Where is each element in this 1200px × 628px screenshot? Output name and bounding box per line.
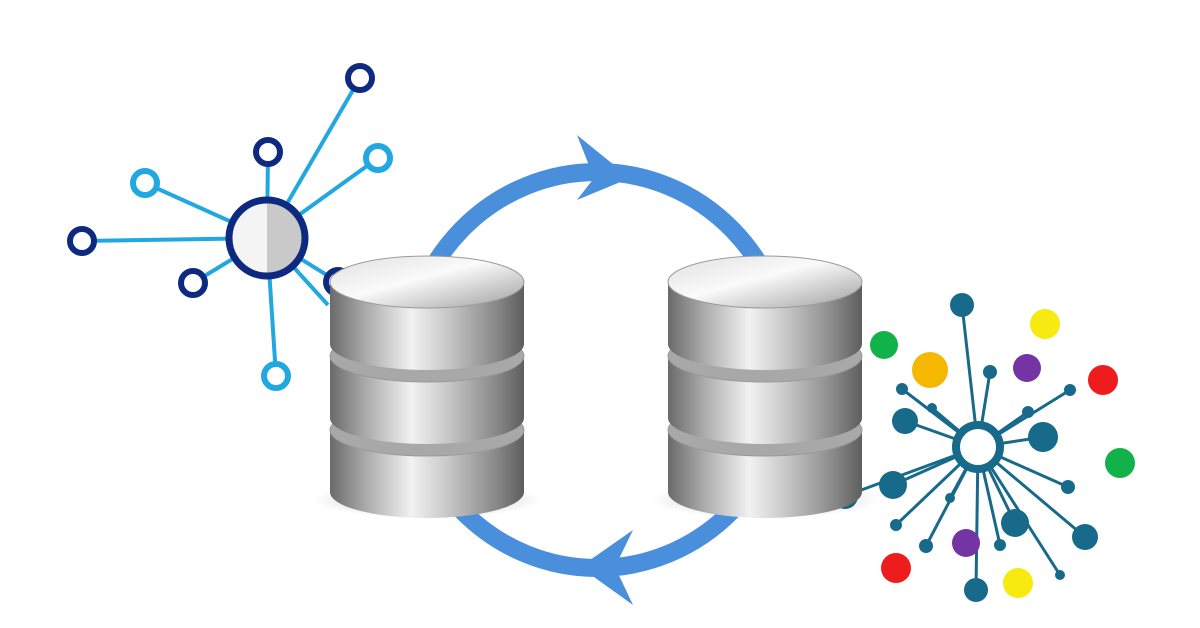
cluster-node [1001, 509, 1029, 537]
colored-data-dot [952, 529, 980, 557]
cluster-node [1072, 524, 1098, 550]
cluster-node [927, 403, 937, 413]
hub-node [253, 137, 283, 167]
network-hub-icon [67, 63, 393, 391]
cluster-node [919, 539, 933, 553]
cluster-node [1061, 480, 1075, 494]
data-cluster-icon [832, 293, 1135, 602]
cluster-node [879, 471, 907, 499]
cluster-node [983, 365, 997, 379]
hub-node [345, 63, 375, 93]
colored-data-dot [1088, 365, 1118, 395]
cluster-node [890, 519, 902, 531]
hub-core-ring [225, 196, 309, 280]
colored-data-dot [1003, 568, 1033, 598]
cluster-node [896, 383, 908, 395]
cluster-core [952, 421, 1004, 473]
source-database-icon [312, 255, 542, 518]
hub-node [67, 226, 97, 256]
colored-data-dot [881, 553, 911, 583]
target-database-icon [650, 255, 880, 518]
colored-data-dot [1013, 354, 1041, 382]
arrowhead-top-icon [577, 135, 630, 200]
hub-node [261, 361, 291, 391]
database-top [329, 255, 525, 309]
cluster-node [964, 578, 988, 602]
colored-data-dot [870, 331, 898, 359]
cluster-node [1028, 422, 1058, 452]
colored-data-dot [1105, 448, 1135, 478]
colored-data-dot [1030, 309, 1060, 339]
database-top [667, 255, 863, 309]
cluster-node [1022, 406, 1034, 418]
hub-node [178, 268, 208, 298]
hub-node [130, 168, 160, 198]
cluster-node [1055, 570, 1065, 580]
cluster-node [1064, 384, 1076, 396]
cluster-node [945, 493, 955, 503]
hub-core-shade [267, 200, 305, 276]
colored-data-dot [912, 352, 948, 388]
cluster-node [892, 408, 918, 434]
cluster-node [950, 293, 974, 317]
hub-node [363, 143, 393, 173]
cluster-node [994, 539, 1006, 551]
arrowhead-bottom-icon [580, 530, 633, 605]
